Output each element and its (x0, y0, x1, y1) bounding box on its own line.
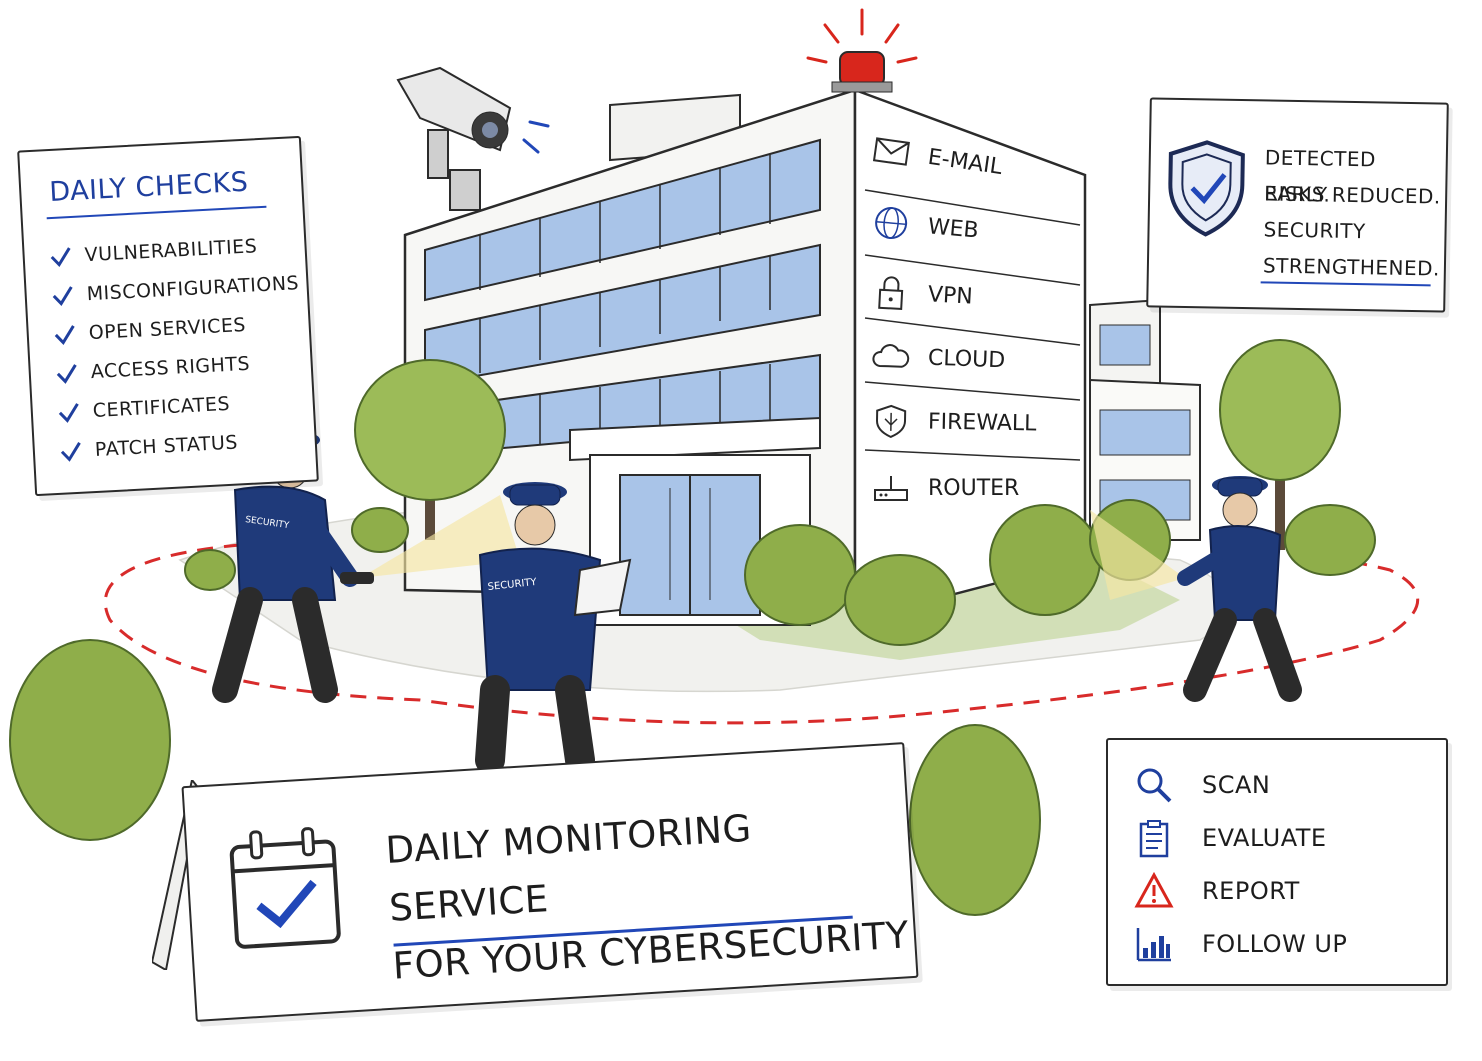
checkmark-icon (60, 441, 81, 462)
service-label: FIREWALL (927, 409, 1037, 436)
calendar-check-icon (229, 827, 341, 949)
service-label: CLOUD (927, 345, 1006, 373)
check-item: ACCESS RIGHTS (54, 341, 304, 393)
check-item: PATCH STATUS (58, 419, 308, 471)
check-item-label: CERTIFICATES (92, 392, 231, 422)
guard-badge: SECURITY (487, 577, 538, 593)
globe-icon (875, 207, 908, 240)
alarm-light (806, 8, 918, 93)
cctv-camera (396, 66, 550, 211)
sign-text: DAILY MONITORING SERVICE FOR YOUR CYBERS… (384, 790, 916, 996)
tree-right (1219, 339, 1341, 550)
tree-left (354, 359, 506, 540)
checkmark-icon (58, 402, 79, 423)
workflow-step-report: REPORT (1134, 864, 1347, 917)
workflow-step-scan: SCAN (1134, 758, 1347, 811)
checkmark-icon (50, 246, 71, 267)
building-wing (1089, 298, 1201, 541)
service-email: E-MAIL (870, 131, 1004, 185)
workflow-step-follow-up: FOLLOW UP (1134, 917, 1347, 970)
shield-check-icon (1168, 140, 1245, 237)
service-vpn: VPN (871, 273, 974, 314)
bubble-line: DETECTED EARLY. (1263, 145, 1377, 207)
check-item-label: PATCH STATUS (94, 431, 239, 461)
checkmark-icon (56, 363, 77, 384)
workflow-card: SCAN EVALUATE REPORT FOLLOW UP (1106, 738, 1448, 986)
workflow-step-evaluate: EVALUATE (1134, 811, 1347, 864)
check-item: OPEN SERVICES (52, 302, 302, 354)
monitoring-sign: DAILY MONITORING SERVICE FOR YOUR CYBERS… (181, 742, 919, 1022)
service-cloud: CLOUD (871, 338, 1006, 379)
check-item-label: MISCONFIGURATIONS (86, 271, 300, 305)
service-label: VPN (927, 281, 974, 310)
service-router: ROUTER (872, 470, 1019, 506)
bubble-text: DETECTED EARLY. RISKS REDUCED. SECURITY … (1263, 139, 1446, 286)
daily-checks-title: DAILY CHECKS (48, 166, 250, 209)
workflow-steps: SCAN EVALUATE REPORT FOLLOW UP (1134, 758, 1347, 970)
guard-right (1177, 476, 1302, 702)
service-firewall: FIREWALL (872, 403, 1037, 442)
title-underline (46, 205, 267, 220)
magnifier-icon (1137, 768, 1172, 802)
router-icon (874, 476, 908, 501)
step-label: FOLLOW UP (1202, 929, 1348, 958)
service-web: WEB (871, 203, 980, 248)
checkmark-icon (54, 324, 75, 345)
service-label: ROUTER (928, 475, 1020, 501)
bar-chart-icon (1136, 927, 1171, 961)
checkmark-icon (52, 285, 73, 306)
bubble-line: STRENGTHENED. (1262, 253, 1441, 281)
check-item-label: OPEN SERVICES (88, 313, 247, 344)
guard-middle: SECURITY (475, 482, 632, 775)
cloud-icon (872, 344, 910, 368)
checks-list: VULNERABILITIES MISCONFIGURATIONS OPEN S… (48, 224, 308, 471)
bubble-line: SECURITY (1263, 217, 1366, 244)
check-item-label: ACCESS RIGHTS (90, 352, 251, 383)
step-label: SCAN (1202, 770, 1271, 799)
envelope-icon (872, 137, 910, 166)
check-item: VULNERABILITIES (48, 224, 298, 276)
check-item: CERTIFICATES (56, 380, 306, 432)
daily-checks-card: DAILY CHECKS VULNERABILITIES MISCONFIGUR… (17, 135, 319, 497)
warning-icon (1134, 871, 1174, 907)
check-item-label: VULNERABILITIES (84, 234, 258, 266)
shield-icon (876, 404, 907, 438)
check-item: MISCONFIGURATIONS (50, 263, 300, 315)
bubble-line: RISKS REDUCED. (1263, 181, 1441, 209)
lock-icon (878, 276, 904, 310)
service-label: E-MAIL (926, 144, 1004, 180)
step-label: EVALUATE (1202, 823, 1327, 852)
clipboard-icon (1139, 819, 1169, 857)
flashlight-beam-right (1090, 510, 1185, 600)
result-bubble: DETECTED EARLY. RISKS REDUCED. SECURITY … (1146, 97, 1449, 313)
step-label: REPORT (1202, 876, 1300, 905)
service-label: WEB (926, 213, 980, 244)
